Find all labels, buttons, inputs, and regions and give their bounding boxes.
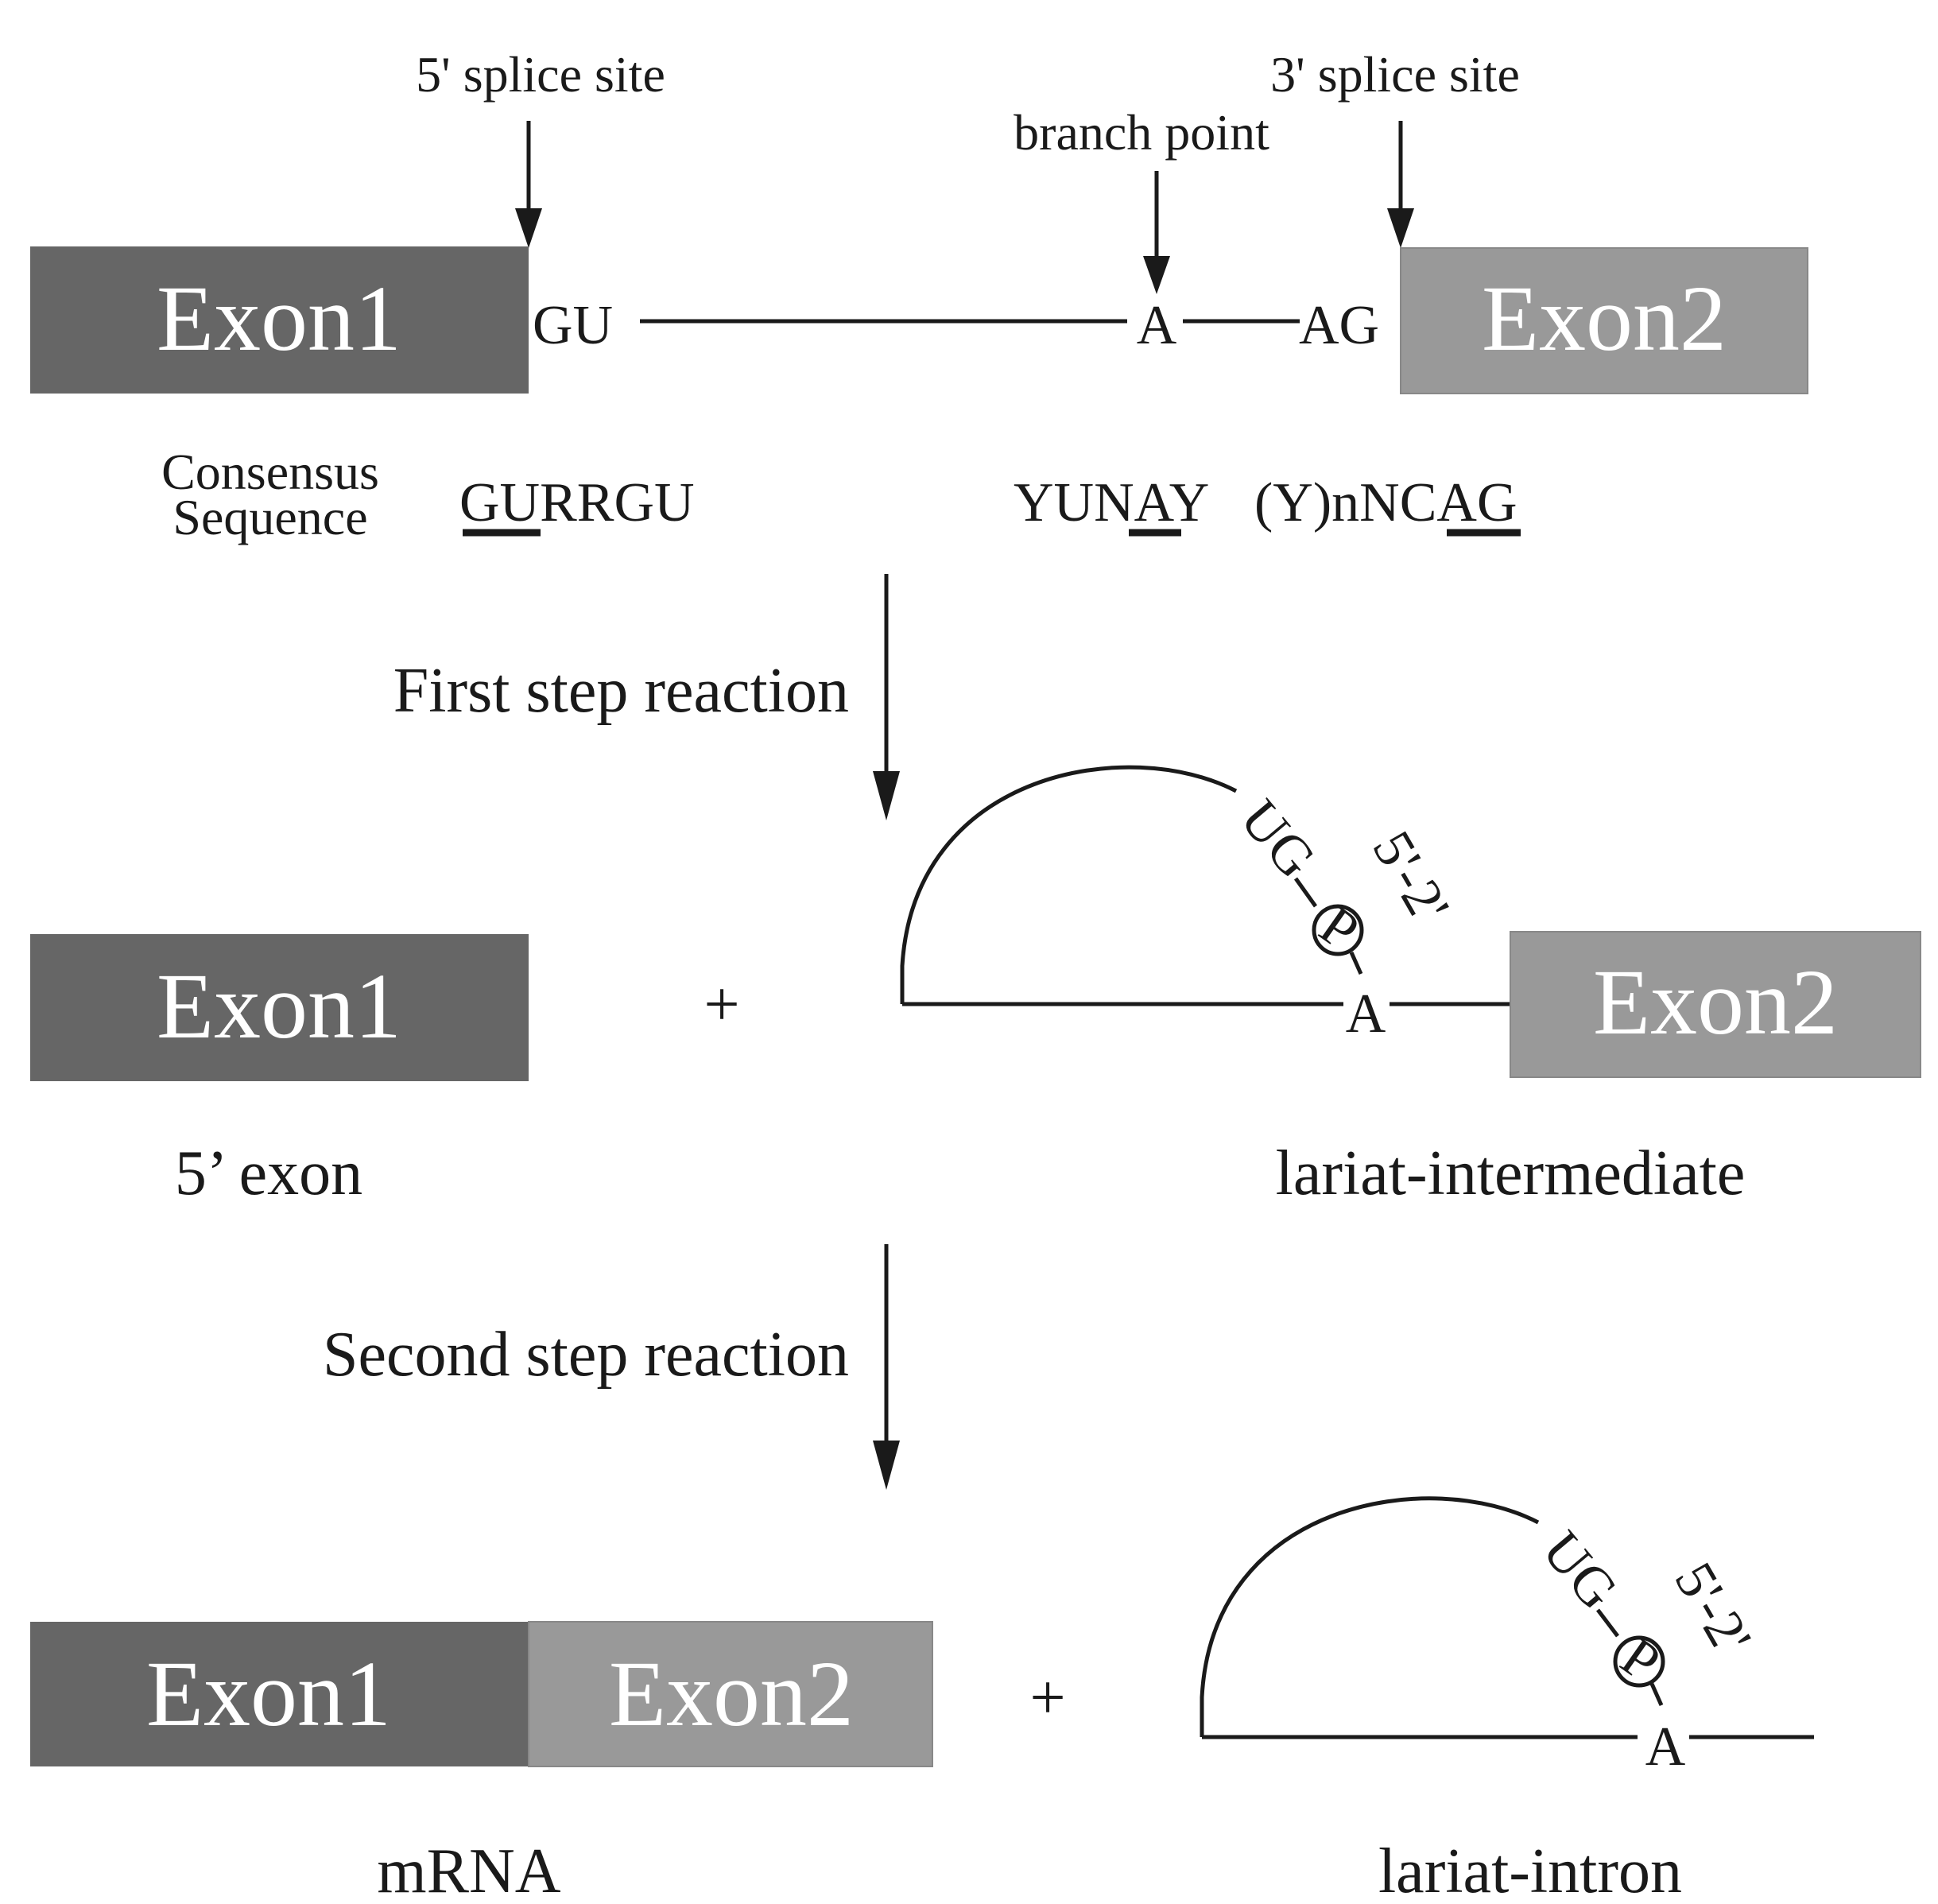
branch-point-arrow	[1143, 171, 1170, 294]
gu-label: GU	[533, 295, 613, 356]
lariat-intermediate: UG P 5'-2' A Exon2	[900, 765, 1921, 1078]
lariat-intron: UG P 5'-2' A	[1200, 1496, 1814, 1778]
exon2-box: Exon2	[1400, 247, 1808, 394]
ug-label-2: UG	[1530, 1520, 1629, 1621]
consensus-branch-seq: YUNAY	[1014, 472, 1209, 533]
first-step: First step reaction	[393, 574, 900, 820]
five-splice-site-arrow	[515, 121, 542, 248]
lariat-exon2-box: Exon2	[1510, 931, 1921, 1078]
second-step-label: Second step reaction	[323, 1320, 849, 1390]
first-step-label: First step reaction	[393, 656, 849, 726]
branch-a-label-1: A	[1346, 983, 1386, 1045]
branch-a-label-2: A	[1645, 1716, 1686, 1778]
link-label-1: 5'-2'	[1361, 821, 1461, 933]
lariat-exon2-label: Exon2	[1593, 950, 1838, 1054]
five-exon-box: Exon1	[30, 934, 529, 1081]
product-row: Exon1 Exon2 + UG P 5'-2' A mRNA lariat-i…	[30, 1496, 1814, 1904]
ag-label: AG	[1299, 295, 1379, 356]
lariat-intermediate-caption: lariat-intermediate	[1276, 1138, 1746, 1208]
five-exon-caption: 5’ exon	[175, 1138, 362, 1208]
exon2-label: Exon2	[1482, 266, 1727, 370]
ug-label-1: UG	[1228, 789, 1327, 890]
lariat-intron-caption: lariat-intron	[1378, 1836, 1682, 1904]
consensus-row: Consensus Sequence GURRGU YUNAY (Y)nNCAG	[161, 444, 1521, 545]
consensus-label-line2: Sequence	[172, 489, 367, 545]
five-exon-box-label: Exon1	[157, 954, 401, 1058]
branch-point-label: branch point	[1014, 104, 1269, 161]
mrna-exon2-label: Exon2	[609, 1642, 854, 1746]
three-splice-site-label: 3' splice site	[1270, 46, 1520, 103]
mrna-caption: mRNA	[377, 1836, 560, 1904]
branch-a-label: A	[1137, 295, 1177, 356]
intermediate-row: Exon1 + UG P 5'-2' A Exon2 5’ exon laria…	[30, 765, 1921, 1208]
consensus-3-seq: (Y)nNCAG	[1254, 472, 1517, 533]
plus-sign-1: +	[703, 970, 739, 1040]
mrna-exon2-box	[528, 1621, 933, 1767]
mrna-exon1-box	[30, 1622, 529, 1766]
link-label-2: 5'-2'	[1663, 1553, 1763, 1665]
mrna-exon1-label: Exon1	[146, 1642, 391, 1746]
mrna-molecule: Exon1 Exon2	[30, 1621, 933, 1767]
exon1-box: Exon1	[30, 246, 529, 394]
pre-mrna-row: 5' splice site 3' splice site branch poi…	[30, 46, 1808, 394]
second-step: Second step reaction	[323, 1244, 900, 1490]
five-splice-site-label: 5' splice site	[416, 46, 665, 103]
consensus-label-line1: Consensus	[161, 444, 379, 500]
plus-sign-2: +	[1029, 1663, 1065, 1733]
consensus-5-seq: GURRGU	[459, 472, 695, 533]
exon1-label: Exon1	[157, 266, 401, 370]
three-splice-site-arrow	[1387, 121, 1414, 248]
